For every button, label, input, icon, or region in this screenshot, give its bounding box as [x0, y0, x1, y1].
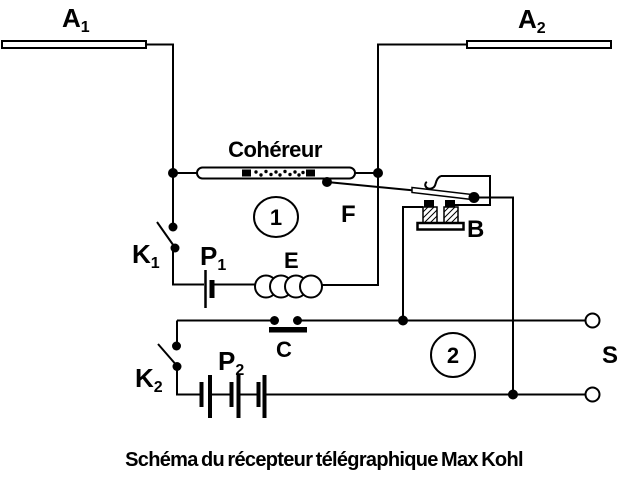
antenna-a2-rod	[466, 40, 612, 49]
filing-dot	[297, 173, 301, 177]
junction-dot-coherer-right	[373, 168, 383, 178]
antenna-a1-rod	[1, 40, 147, 49]
filing-dot	[301, 170, 305, 175]
circuit2-marker: 2	[430, 332, 476, 378]
junction-dot-relay-coil	[398, 315, 408, 326]
filing-dot	[274, 170, 278, 174]
battery-p1: P1	[200, 241, 255, 308]
key1-contact-dot	[168, 222, 178, 232]
filing-dot	[293, 170, 297, 174]
filing-dot	[264, 169, 268, 174]
relay-label: B	[467, 216, 484, 243]
terminals-s: S	[584, 312, 618, 403]
filing-dot	[269, 172, 273, 177]
inductor-loop	[299, 274, 323, 299]
filing-dot	[283, 169, 287, 174]
relay-pole-left	[424, 200, 434, 207]
key1-output-wire	[172, 248, 204, 286]
contact-hook	[424, 175, 442, 190]
circuit2-circle	[430, 332, 476, 378]
relay-coil-left-hatch	[422, 206, 438, 224]
contact-terminal-dot-left	[270, 316, 279, 325]
relay-pole-right	[445, 200, 455, 207]
circuit2-number: 2	[447, 343, 459, 368]
relay-b: B F	[322, 175, 514, 395]
armature-pivot-dot	[322, 177, 332, 187]
circuit2-wiring: C	[177, 315, 586, 362]
armature-label: F	[341, 201, 356, 228]
caption: Schéma du récepteur télégraphique Max Ko…	[125, 449, 523, 471]
relay-coil-wire	[402, 206, 423, 321]
armature-bar	[411, 186, 473, 201]
circuit1-number: 1	[270, 205, 282, 230]
filing-dot	[259, 173, 263, 177]
lower-bus	[266, 389, 586, 400]
key1-label: K1	[132, 239, 160, 272]
battery2-label: P2	[218, 346, 244, 379]
filing-dot	[288, 172, 292, 177]
terminal-top	[584, 312, 601, 329]
coherer-electrode-left	[242, 169, 251, 177]
key-k2: K2	[135, 320, 200, 396]
battery1-label: P1	[200, 241, 226, 274]
key2-output-wire	[176, 366, 200, 396]
relay-coil-right-hatch	[443, 206, 459, 224]
antenna-a2-lead-wire	[322, 43, 467, 286]
contact-label: C	[276, 337, 292, 362]
filing-dot	[278, 173, 282, 177]
inductor-label: E	[284, 248, 298, 273]
armature-output-wire	[474, 196, 514, 395]
junction-dot-armature-wire	[508, 389, 518, 400]
circuit1-circle	[253, 196, 299, 238]
terminals-label: S	[602, 342, 618, 369]
antenna-a2-label: A2	[518, 4, 546, 37]
antenna-a1-label: A1	[62, 3, 90, 36]
battery-p2: P2	[199, 346, 267, 418]
terminal-bottom	[584, 386, 601, 403]
inductor-e: E	[254, 248, 323, 299]
coherer: Cohéreur	[168, 137, 383, 180]
antenna-a2: A2	[322, 4, 612, 286]
coherer-label: Cohéreur	[228, 137, 323, 162]
contact-bracket	[441, 175, 491, 206]
junction-dot-coherer-left	[168, 168, 178, 178]
antenna-a1: A1	[1, 3, 174, 227]
contact-bar	[269, 327, 307, 333]
coherer-electrode-right	[306, 169, 315, 177]
filing-dot	[254, 170, 258, 174]
key1-pivot-dot	[170, 243, 180, 253]
contact-terminal-dot-right	[293, 316, 302, 325]
key2-label: K2	[135, 363, 163, 396]
key-k1: K1	[132, 221, 204, 286]
relay-base	[416, 221, 465, 231]
circuit1-marker: 1	[253, 196, 299, 238]
antenna-a1-lead-wire	[146, 43, 174, 227]
key2-contact-dot	[172, 341, 181, 351]
coherer-filings	[254, 169, 305, 177]
